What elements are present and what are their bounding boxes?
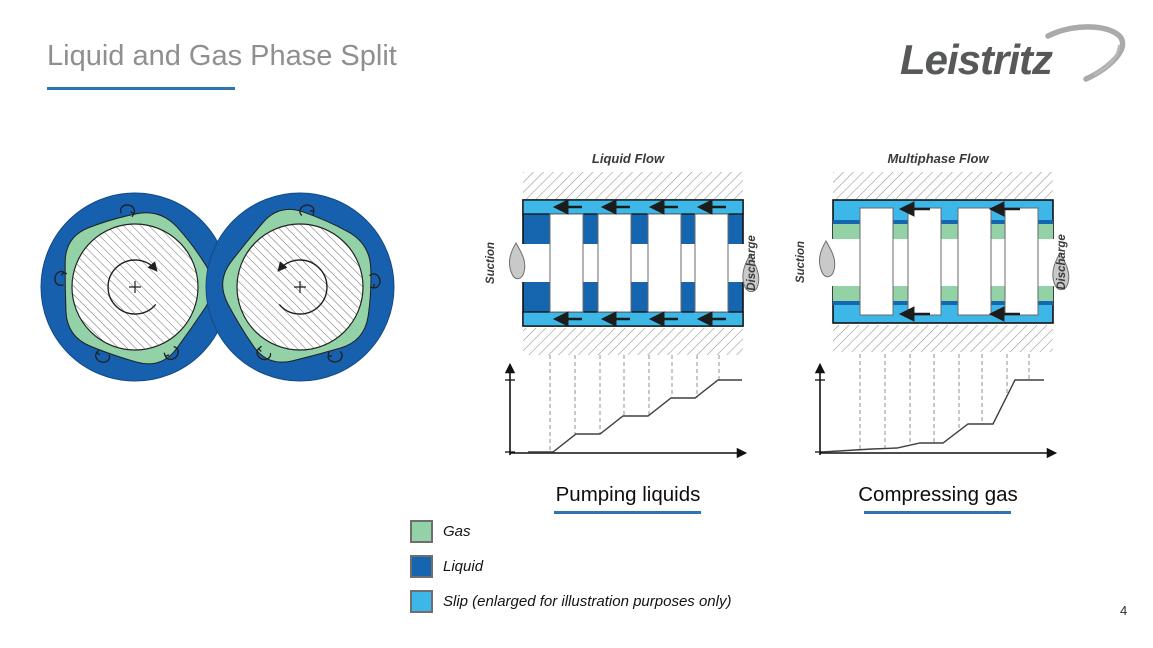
- discharge-port-icon: [742, 254, 760, 293]
- legend-item-gas: Gas: [410, 520, 731, 543]
- casing-hatch-bottom: [523, 328, 743, 355]
- screw-flights: [859, 207, 1039, 316]
- discharge-port-icon: [1052, 252, 1070, 291]
- suction-port-icon: [508, 242, 526, 280]
- caption-pumping-liquids: Pumping liquids: [555, 483, 701, 506]
- liquid-film-bottom: [833, 301, 1053, 305]
- suction-label: Suction: [795, 241, 807, 283]
- caption-underline: [554, 511, 701, 514]
- pressure-step-curve: [821, 379, 1044, 453]
- logo-swoosh-icon: [1045, 24, 1126, 82]
- leistritz-logo: Leistritz: [900, 24, 1126, 83]
- legend-item-slip: Slip (enlarged for illustration purposes…: [410, 590, 731, 613]
- logo-swoosh-inner-icon: [1093, 44, 1121, 76]
- legend-item-liquid: Liquid: [410, 555, 731, 578]
- title-underline: [47, 87, 235, 90]
- pressure-chart: [814, 362, 1058, 459]
- liquid-swatch-icon: [410, 555, 433, 578]
- casing-hatch-top: [523, 172, 743, 199]
- logo-text: Leistritz: [900, 36, 1053, 83]
- page-title: Liquid and Gas Phase Split: [47, 40, 397, 72]
- projection-dashes: [859, 354, 1030, 450]
- screw-flights: [549, 213, 729, 313]
- legend-label: Slip (enlarged for illustration purposes…: [443, 593, 732, 610]
- caption-compressing-gas: Compressing gas: [858, 483, 1018, 506]
- legend-label: Liquid: [443, 558, 484, 575]
- diagram-title: Multiphase Flow: [887, 151, 989, 166]
- flow-arrow-icons: [552, 199, 726, 327]
- diagram-title: Liquid Flow: [592, 151, 665, 166]
- projection-dashes: [549, 355, 720, 452]
- slip-band-top: [522, 199, 744, 215]
- casing-hatch-bottom: [833, 325, 1053, 352]
- slip-swatch-icon: [410, 590, 433, 613]
- liquid-film-top: [833, 220, 1053, 224]
- discharge-label: Discharge: [746, 235, 758, 291]
- page-number: 4: [1120, 603, 1128, 618]
- suction-port-icon: [818, 240, 836, 278]
- center-cross-icon: [294, 281, 306, 293]
- left-rotor-circle: [40, 192, 230, 382]
- discharge-label: Discharge: [1056, 234, 1068, 290]
- legend: Gas Liquid Slip (enlarged for illustrati…: [410, 520, 731, 625]
- flow-arrow-icons: [898, 201, 1020, 322]
- pressure-chart: [504, 362, 748, 459]
- pressure-step-curve: [528, 379, 742, 453]
- rotor-cross-section-figure: [40, 184, 405, 394]
- multiphase-flow-diagram: Multiphase Flow Suction Discharge: [795, 151, 1070, 459]
- casing-hatch-top: [833, 172, 1053, 199]
- right-rotor-circle: [196, 184, 405, 394]
- caption-underline: [864, 511, 1011, 514]
- liquid-flow-diagram: Liquid Flow Suction Discharge: [485, 151, 760, 459]
- slip-band-bottom: [522, 311, 744, 327]
- rotation-arrow-icon: [107, 259, 158, 315]
- gas-swatch-icon: [410, 520, 433, 543]
- suction-label: Suction: [485, 242, 497, 284]
- rotation-arrow-icon: [277, 259, 328, 315]
- legend-label: Gas: [443, 523, 471, 540]
- center-cross-icon: [129, 281, 141, 293]
